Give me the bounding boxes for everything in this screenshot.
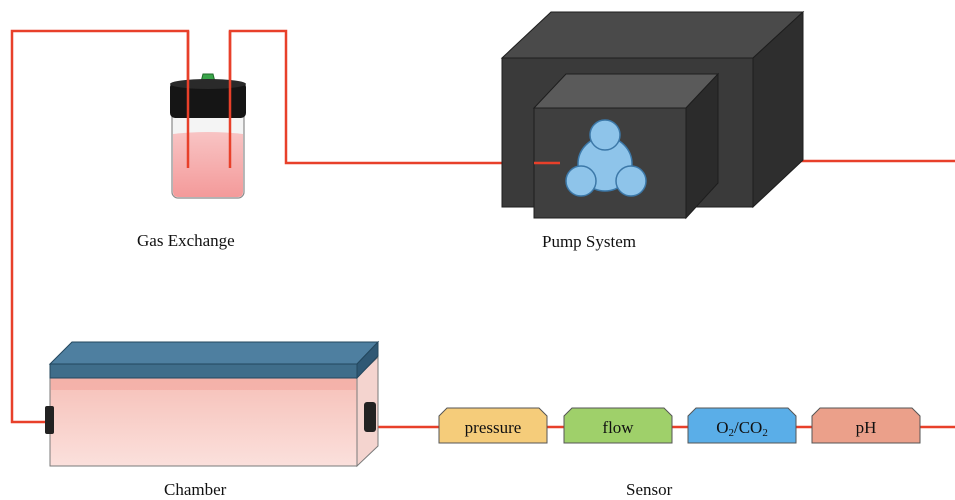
- chamber-label: Chamber: [164, 480, 227, 499]
- sensor-flow-box: [563, 407, 673, 444]
- chamber-body-front: [49, 376, 358, 467]
- pump-rollers-icon: [565, 119, 647, 197]
- pump-system: [500, 10, 805, 220]
- sensor-label: Sensor: [626, 480, 673, 499]
- chamber-lid-front: [49, 363, 358, 379]
- sensor-pressure-label: pressure: [464, 418, 522, 437]
- chamber-lid-top: [48, 341, 380, 365]
- gas-exchange-fluid: [173, 132, 243, 197]
- sensor-o2co2-label: O2/CO2: [716, 418, 768, 439]
- gas-exchange-bottle: [170, 31, 246, 199]
- sensor-ph-label: pH: [855, 418, 877, 437]
- pump-system-label: Pump System: [542, 232, 636, 251]
- gas-exchange-label: Gas Exchange: [137, 231, 235, 250]
- chamber-outlet-connector: [364, 402, 376, 432]
- sensor-pressure-box: [438, 407, 548, 444]
- sensor-flow-label: flow: [602, 418, 634, 437]
- chamber: [45, 340, 380, 468]
- chamber-inlet-connector: [45, 406, 54, 434]
- sensor-chain: [438, 407, 921, 444]
- tube-gas-to-pump: [228, 29, 533, 168]
- pump-back-top: [500, 11, 805, 59]
- sensor-ph-box: [811, 407, 921, 444]
- sensor-o2co2-box: [687, 407, 797, 444]
